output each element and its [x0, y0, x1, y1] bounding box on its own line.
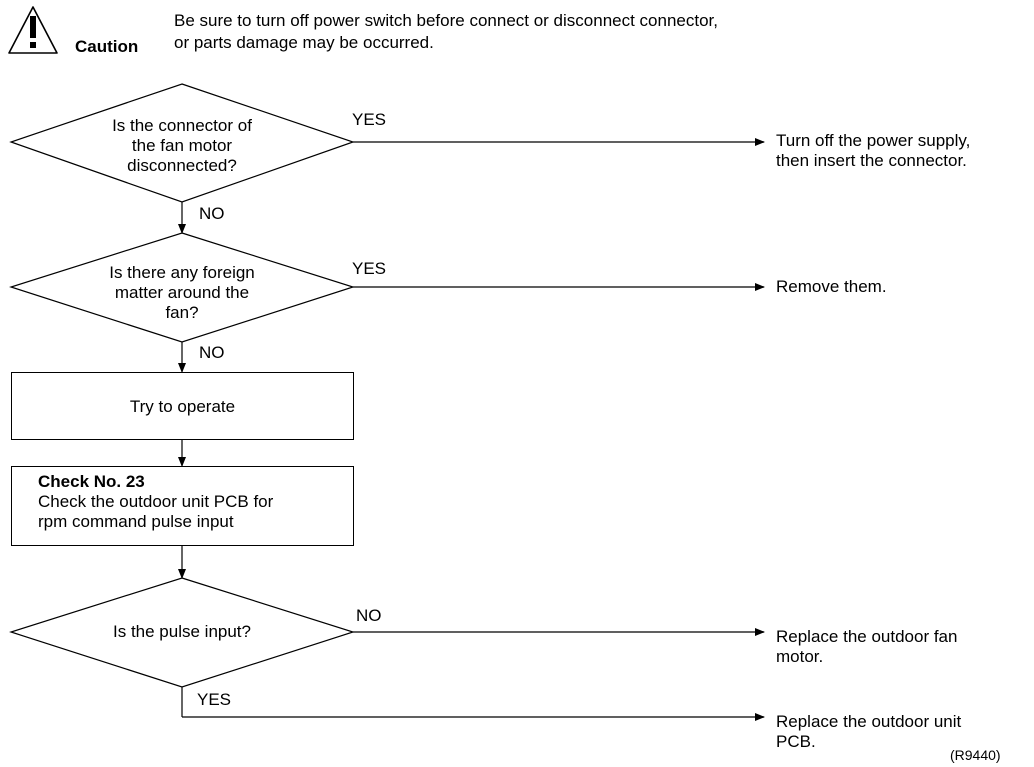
decision-1-no-label: NO [199, 204, 225, 223]
decision-1-line-3: disconnected? [127, 156, 237, 175]
warning-triangle-icon [8, 6, 58, 54]
decision-2-no-label: NO [199, 343, 225, 362]
result-replace-pcb: Replace the outdoor unit PCB. [776, 712, 961, 752]
figure-code: (R9440) [950, 747, 1001, 763]
caution-text-line-2: or parts damage may be occurred. [174, 33, 434, 52]
process-1-label: Try to operate [129, 397, 236, 416]
result-3-line-2: motor. [776, 647, 824, 666]
result-1-line-1: Turn off the power supply, [776, 131, 971, 150]
decision-2-line-3: fan? [165, 303, 199, 322]
decision-2-text: Is there any foreign matter around the f… [82, 263, 282, 323]
caution-text-line-1: Be sure to turn off power switch before … [174, 11, 718, 30]
decision-1-text: Is the connector of the fan motor discon… [82, 116, 282, 176]
decision-2-line-1: Is there any foreign [109, 263, 255, 282]
result-replace-fan-motor: Replace the outdoor fan motor. [776, 627, 957, 667]
result-4-line-2: PCB. [776, 732, 816, 751]
result-turn-off-power: Turn off the power supply, then insert t… [776, 131, 970, 171]
result-1-line-2: then insert the connector. [776, 151, 967, 170]
process-2-line-2: rpm command pulse input [38, 512, 234, 531]
decision-1-line-2: the fan motor [131, 136, 233, 155]
process-2-text: Check No. 23 Check the outdoor unit PCB … [38, 472, 273, 532]
result-3-line-1: Replace the outdoor fan [776, 627, 958, 646]
result-4-line-1: Replace the outdoor unit [776, 712, 962, 731]
check-number-title: Check No. 23 [38, 472, 145, 491]
process-try-to-operate: Try to operate [11, 372, 354, 440]
decision-3-yes-label: YES [197, 690, 232, 709]
decision-2-yes-label: YES [352, 259, 387, 278]
process-2-line-1: Check the outdoor unit PCB for [38, 492, 274, 511]
decision-1-line-1: Is the connector of [112, 116, 252, 135]
caution-label: Caution [75, 37, 139, 56]
process-check-no-23: Check No. 23 Check the outdoor unit PCB … [11, 466, 354, 546]
decision-3-no-label: NO [356, 606, 382, 625]
decision-1-yes-label: YES [352, 110, 387, 129]
decision-3-text: Is the pulse input? [113, 622, 251, 641]
decision-2-line-2: matter around the [114, 283, 250, 302]
result-remove-them: Remove them. [776, 277, 887, 296]
